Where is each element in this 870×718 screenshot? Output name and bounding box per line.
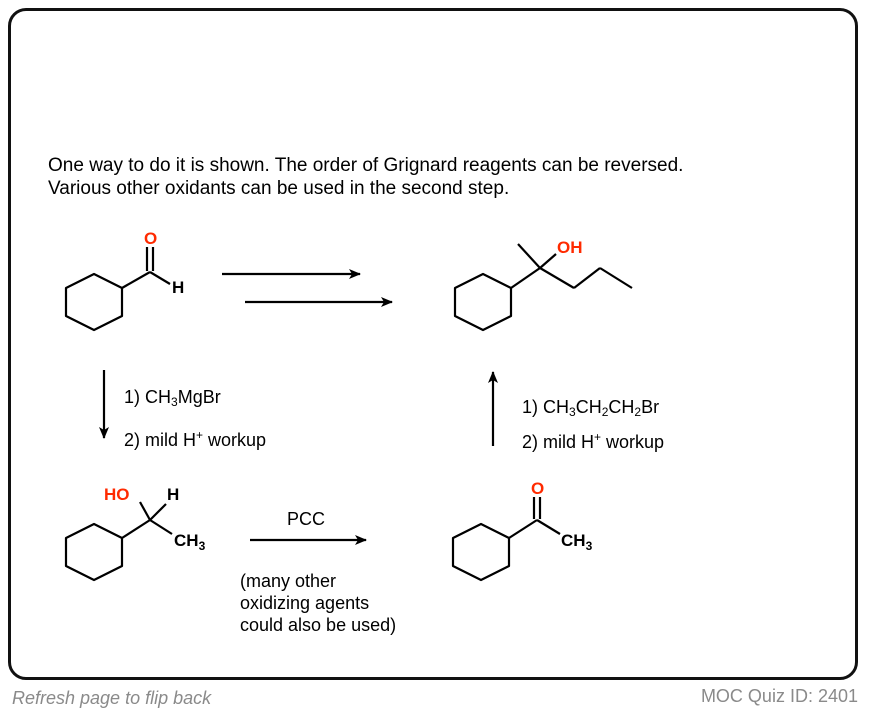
methyl-bond [149, 519, 173, 535]
step2-note-line-2: oxidizing agents [240, 593, 370, 613]
bond [121, 519, 151, 539]
quiz-card [8, 8, 858, 680]
oxygen-atom: O [144, 229, 157, 248]
quiz-id: MOC Quiz ID: 2401 [700, 686, 858, 706]
intro-line-1: One way to do it is shown. The order of … [48, 155, 684, 176]
oh-bond [139, 501, 151, 521]
bond [149, 271, 171, 285]
hydrogen-atom: H [167, 485, 179, 504]
methyl-bond [517, 243, 541, 269]
methyl-group: CH3 [174, 531, 206, 553]
molecule-cyclohexanecarbaldehyde [64, 247, 171, 332]
bond [539, 267, 575, 289]
step2-reagent: PCC [287, 509, 326, 529]
refresh-hint: Refresh page to flip back [12, 688, 212, 708]
bond [510, 267, 541, 289]
intro-line-2: Various other oxidants can be used in th… [48, 178, 510, 199]
h-bond [149, 503, 167, 521]
oxygen-atom: O [531, 479, 544, 498]
cyclohexane-ring [451, 522, 511, 582]
molecule-tertiary-alcohol [453, 243, 633, 332]
bond [573, 267, 601, 289]
bond [121, 271, 151, 289]
step3-reagent-2: 2) mild H+ workup [522, 430, 665, 452]
bond [599, 267, 633, 289]
cyclohexane-ring [64, 272, 124, 332]
methyl-group: CH3 [561, 531, 593, 553]
intro-text: One way to do it is shown. The order of … [48, 154, 828, 200]
hydroxyl-group: OH [557, 238, 583, 257]
step1-reagent-2: 2) mild H+ workup [124, 428, 267, 450]
bond [508, 519, 538, 539]
molecule-secondary-alcohol [64, 501, 173, 582]
step1-reagent-1: 1) CH3MgBr [124, 387, 221, 409]
cyclohexane-ring [453, 272, 513, 332]
hydroxyl-group: HO [104, 485, 130, 504]
methyl-bond [536, 519, 561, 535]
step2-note-line-1: (many other [240, 571, 337, 591]
oh-bond [539, 253, 557, 269]
hydrogen-atom: H [172, 278, 184, 297]
molecule-ketone [451, 497, 561, 582]
step2-note: (many other oxidizing agents could also … [240, 570, 396, 636]
step2-note-line-3: could also be used) [240, 615, 397, 635]
cyclohexane-ring [64, 522, 124, 582]
step3-reagent-1: 1) CH3CH2CH2Br [522, 397, 660, 419]
